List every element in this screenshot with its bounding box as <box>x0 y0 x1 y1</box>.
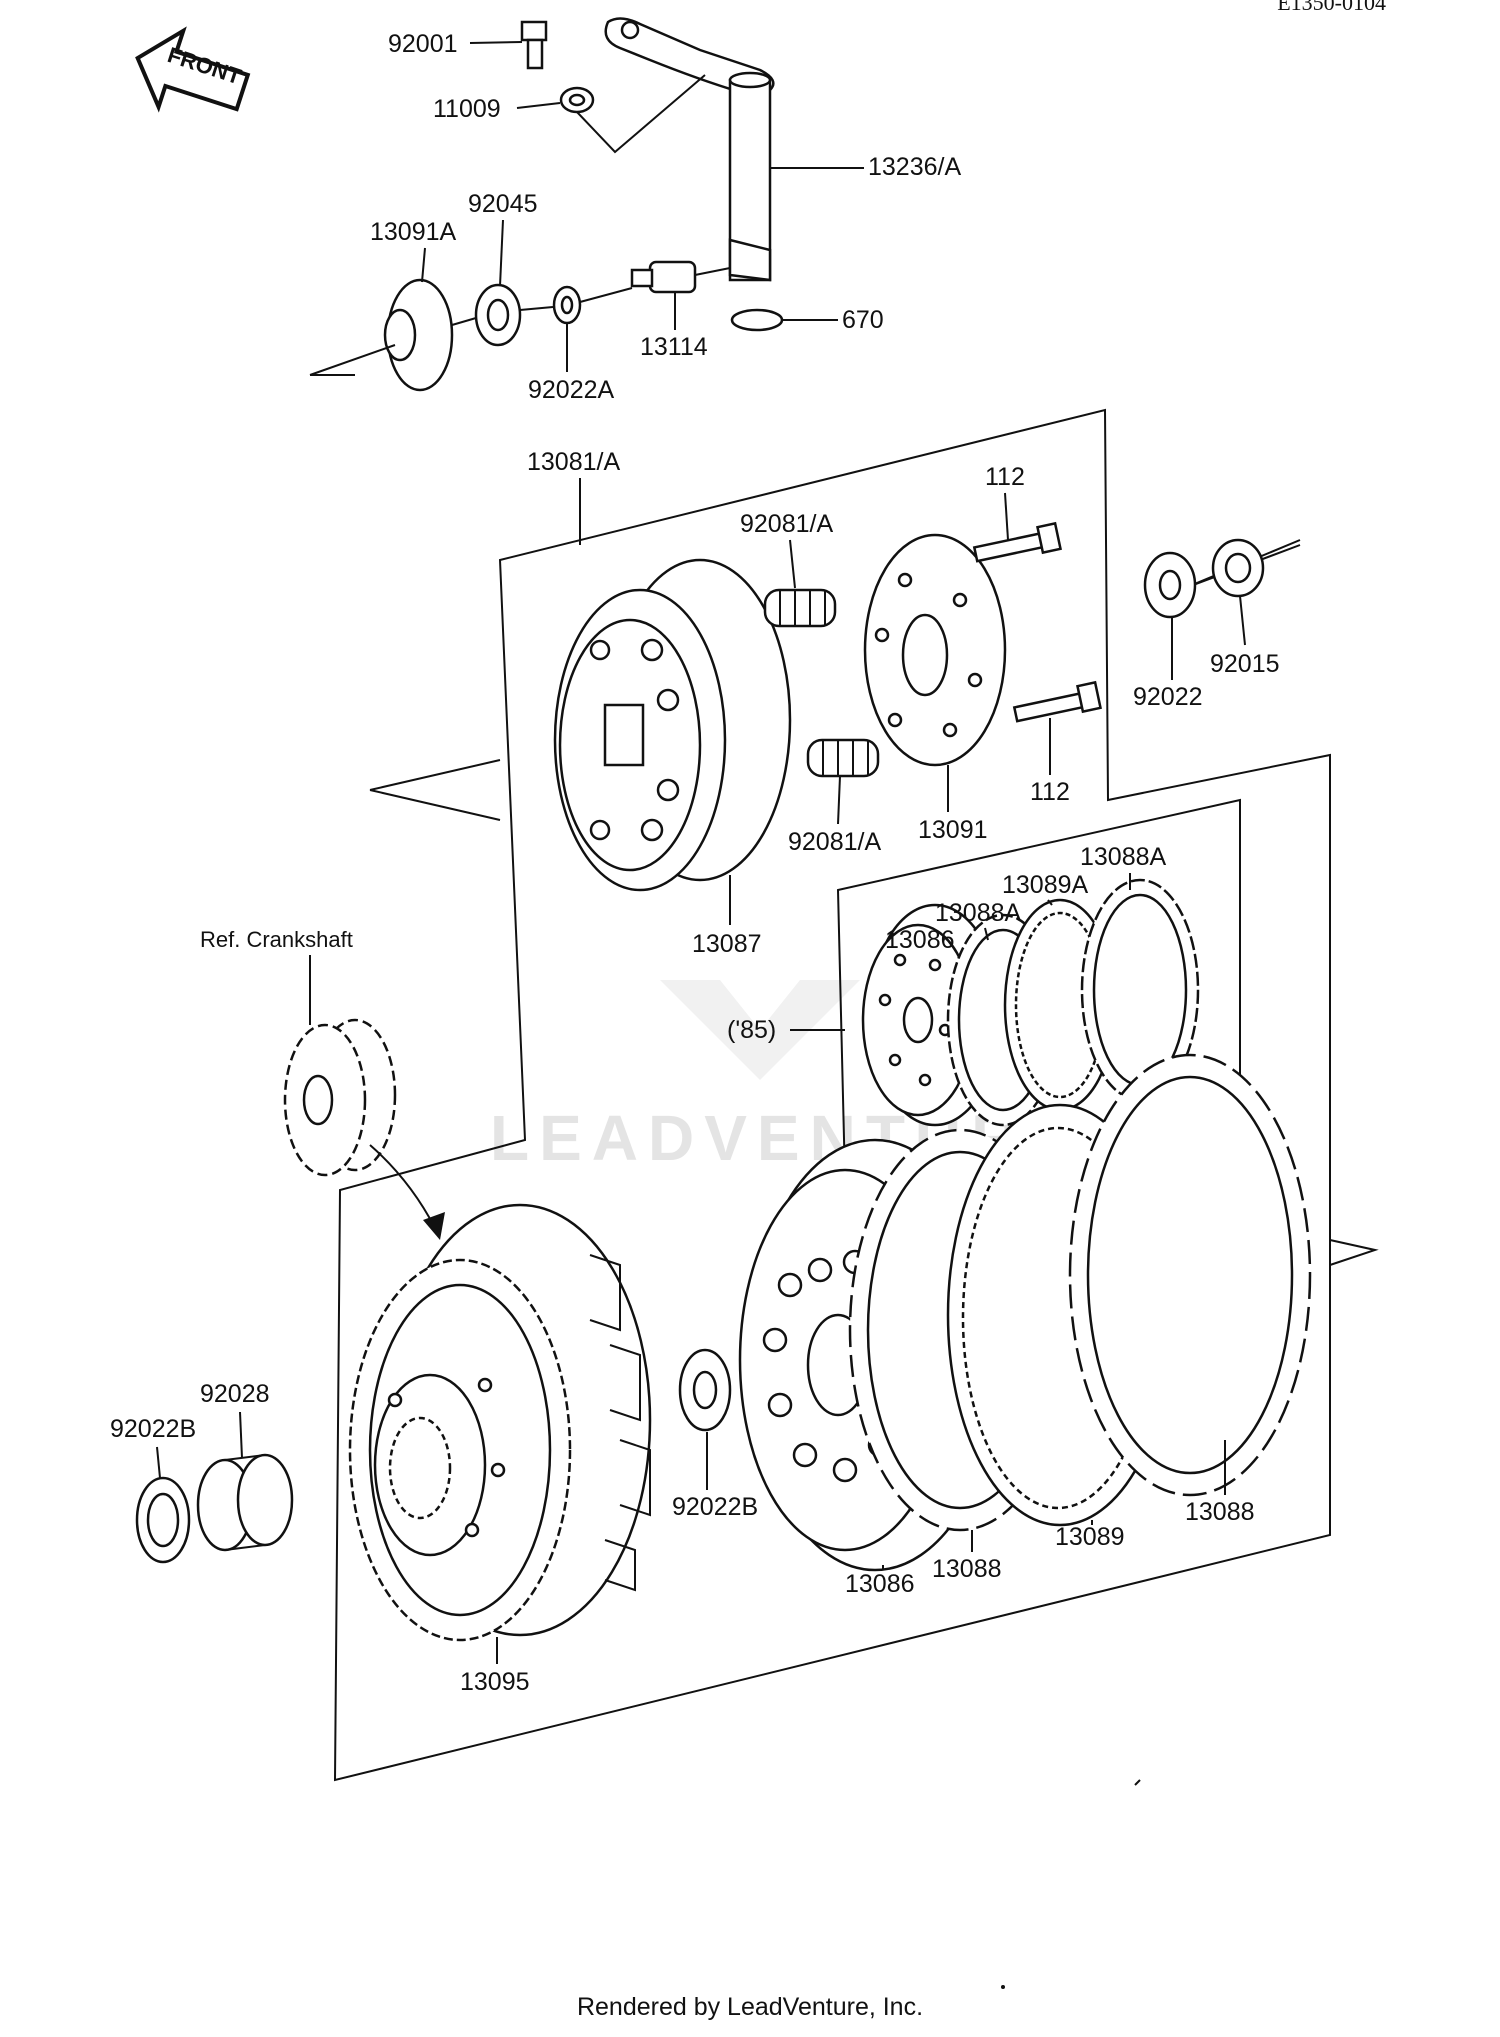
bolt-112-top-icon <box>972 521 1062 563</box>
label-13095: 13095 <box>460 1668 530 1696</box>
label-13091A: 13091A <box>370 218 457 246</box>
sleeve-92028-icon <box>196 1453 294 1552</box>
steel-plate-13089A-85-icon <box>1003 898 1117 1112</box>
bolt-92001-icon <box>520 20 548 70</box>
label-13088-right: 13088 <box>1185 1498 1255 1526</box>
label-92045: 92045 <box>468 190 538 218</box>
washer-92022-icon <box>1143 551 1197 619</box>
label-85-variant: ('85) <box>727 1016 776 1044</box>
label-13081A: 13081/A <box>527 448 620 476</box>
release-shaft-13236A-icon <box>728 71 772 282</box>
label-92001: 92001 <box>388 30 458 58</box>
front-label: FRONT <box>165 42 245 89</box>
label-92022A: 92022A <box>528 376 615 404</box>
label-92022B-mid: 92022B <box>672 1493 758 1521</box>
label-92081A-top: 92081/A <box>740 510 833 538</box>
label-13087: 13087 <box>692 930 762 958</box>
friction-plate-13088A-85-right-icon <box>1080 878 1200 1102</box>
label-13088A-right: 13088A <box>1080 843 1167 871</box>
crankshaft-gear-icon <box>283 1018 397 1177</box>
label-13088-mid: 13088 <box>932 1555 1002 1583</box>
assembly-outline <box>333 408 1331 1782</box>
circlip-670-icon <box>730 308 784 332</box>
spring-92081A-bottom-icon <box>806 738 880 778</box>
clutch-hub-13087-icon <box>553 558 792 892</box>
label-112-bottom: 112 <box>1030 778 1070 806</box>
nut-92015-icon <box>1211 538 1265 598</box>
label-13089: 13089 <box>1055 1523 1125 1551</box>
label-670: 670 <box>842 306 884 334</box>
clutch-housing-13095-icon <box>348 1203 652 1642</box>
pushrod-13114-icon <box>630 260 697 294</box>
bearing-92045-icon <box>474 283 522 347</box>
label-13086-85: 13086 <box>885 926 955 954</box>
arrow-head-icon <box>423 1212 445 1240</box>
label-ref-crankshaft: Ref. Crankshaft <box>200 927 353 952</box>
label-92081A-bottom: 92081/A <box>788 828 881 856</box>
friction-plate-13088-right-icon <box>1068 1053 1312 1497</box>
label-92015: 92015 <box>1210 650 1280 678</box>
label-11009: 11009 <box>433 95 501 123</box>
watermark-logo-icon <box>660 980 860 1080</box>
pressure-plate-13091-icon <box>863 533 1007 767</box>
footer-credit: Rendered by LeadVenture, Inc. <box>576 1993 924 2021</box>
front-arrow-icon <box>135 26 251 113</box>
label-92028: 92028 <box>200 1380 270 1408</box>
washer-92022B-mid-icon <box>678 1348 732 1432</box>
label-112-top: 112 <box>985 463 1025 491</box>
label-92022B-left: 92022B <box>110 1415 196 1443</box>
reference-code: E1350-0104 <box>1277 0 1386 15</box>
label-13086: 13086 <box>845 1570 915 1598</box>
washer-92022B-left-icon <box>135 1476 191 1564</box>
cap-13091A-icon <box>383 278 454 392</box>
label-13088A-left: 13088A <box>935 899 1022 927</box>
label-13114: 13114 <box>640 333 708 361</box>
label-92022: 92022 <box>1133 683 1203 711</box>
spring-92081A-top-icon <box>763 588 837 628</box>
label-13091: 13091 <box>918 816 988 844</box>
label-13236A: 13236/A <box>868 153 961 181</box>
release-lever-icon <box>604 17 775 94</box>
label-13089A: 13089A <box>1002 871 1089 899</box>
bolt-112-bottom-icon <box>1012 680 1102 723</box>
